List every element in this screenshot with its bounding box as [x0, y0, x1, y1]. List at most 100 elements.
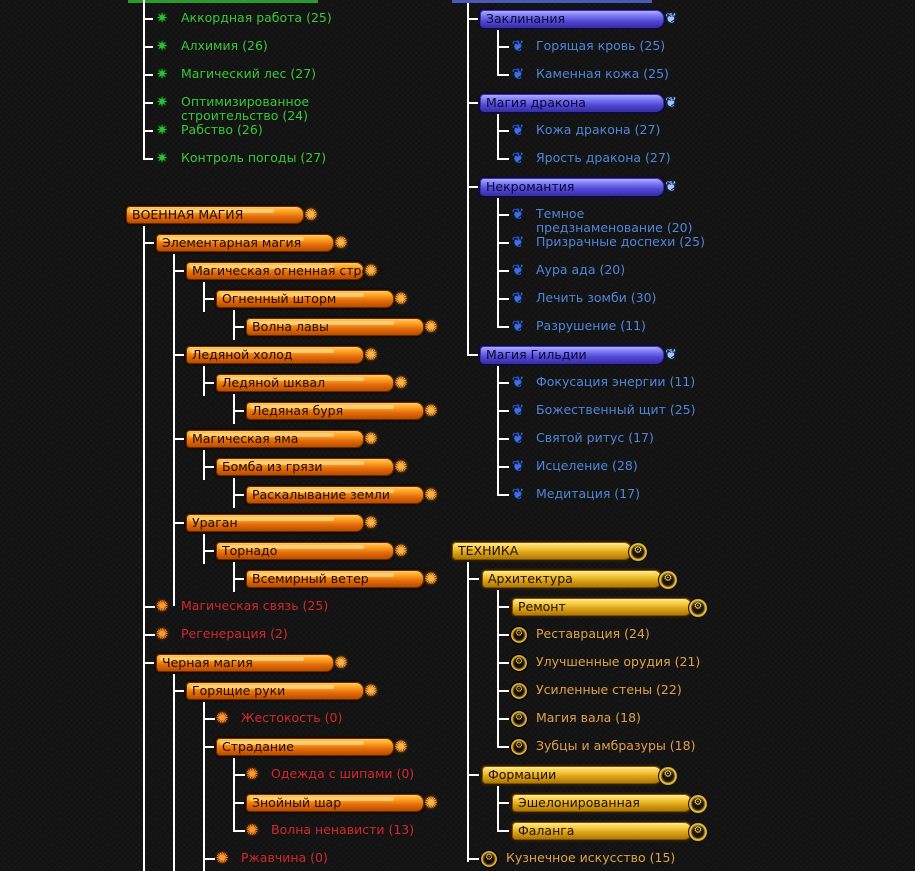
skill-banner[interactable]: Магическая огненная стрела	[184, 260, 385, 282]
skill-item[interactable]: Святой ритус (17)	[536, 430, 654, 445]
tree-branch	[497, 326, 509, 328]
tree-branch	[233, 494, 245, 496]
tree-branch	[143, 158, 153, 160]
skill-item[interactable]: Аура ада (20)	[536, 262, 626, 277]
skill-banner[interactable]: Архитектура	[480, 568, 664, 590]
skill-item[interactable]: Кузнечное искусство (15)	[506, 850, 676, 865]
skill-item[interactable]: Ржавчина (0)	[241, 850, 328, 865]
school-banner-necromancy[interactable]: Некромантия	[478, 176, 666, 198]
blue-wing-icon: ❦	[511, 373, 525, 391]
skill-item[interactable]: Одежда с шипами (0)	[271, 766, 415, 781]
tree-branch	[143, 18, 153, 20]
tree-line	[497, 366, 499, 496]
skill-item[interactable]: Жестокость (0)	[241, 710, 343, 725]
skill-banner[interactable]: Огненный шторм	[214, 288, 396, 310]
tree-branch	[497, 158, 509, 160]
tree-branch	[467, 858, 479, 860]
skill-banner[interactable]: Эшелонированная	[510, 792, 694, 814]
skill-banner[interactable]: Ледяной холод	[184, 344, 366, 366]
skill-item[interactable]: Фокусация энергии (11)	[536, 374, 696, 389]
skill-item[interactable]: Регенерация (2)	[181, 626, 288, 641]
skill-item[interactable]: Темное предзнаменование (20)	[536, 206, 693, 235]
skill-item[interactable]: Божественный щит (25)	[536, 402, 696, 417]
skill-banner[interactable]: Ледяная буря	[244, 400, 426, 422]
skill-item[interactable]: Горящая кровь (25)	[536, 38, 666, 53]
skill-item[interactable]: Магическая связь (25)	[181, 598, 329, 613]
tree-branch	[497, 270, 509, 272]
school-banner-guild[interactable]: Магия Гильдии	[478, 344, 666, 366]
tree-branch	[233, 802, 245, 804]
skill-banner[interactable]: Всемирный ветер	[244, 568, 426, 590]
tree-line	[497, 590, 499, 748]
skill-banner[interactable]: Ураган	[184, 512, 366, 534]
skill-banner[interactable]: Черная магия	[154, 652, 336, 674]
skill-banner[interactable]: Страдание	[214, 736, 396, 758]
skill-item[interactable]: Призрачные доспехи (25)	[536, 234, 705, 249]
tree-branch	[173, 438, 185, 440]
tree-branch	[467, 102, 479, 104]
skill-item[interactable]: Магия вала (18)	[536, 710, 641, 725]
gear-icon: ⚙	[510, 654, 528, 672]
skill-banner[interactable]: Горящие руки	[184, 680, 366, 702]
category-banner-war-magic[interactable]: ВОЕННАЯ МАГИЯ	[124, 204, 306, 226]
skill-item[interactable]: Кожа дракона (27)	[536, 122, 661, 137]
blue-wing-icon: ❦	[511, 233, 525, 251]
skill-banner[interactable]: Торнадо	[214, 540, 396, 562]
skill-item[interactable]: Контроль погоды (27)	[181, 150, 327, 165]
skill-item[interactable]: Реставрация (24)	[536, 626, 650, 641]
skill-item[interactable]: Рабство (26)	[181, 122, 263, 137]
skill-item[interactable]: Магический лес (27)	[181, 66, 317, 81]
skill-item[interactable]: Оптимизированное строительство (24)	[181, 94, 310, 123]
skill-item[interactable]: Медитация (17)	[536, 486, 640, 501]
green-star-icon: ✷	[155, 93, 169, 111]
skill-banner[interactable]: Элементарная магия	[154, 232, 336, 254]
skill-banner[interactable]: Фаланга	[510, 820, 694, 842]
tree-branch	[143, 606, 155, 608]
skill-banner[interactable]: Знойный шар	[244, 792, 426, 814]
tree-line	[497, 198, 499, 328]
flame-icon: ✺	[334, 233, 348, 252]
tree-branch	[173, 690, 185, 692]
school-banner-enchant[interactable]: Заклинания	[478, 8, 666, 30]
skill-banner[interactable]: Магическая яма	[184, 428, 366, 450]
skill-item[interactable]: Разрушение (11)	[536, 318, 646, 333]
flame-icon: ✺	[155, 597, 169, 615]
skill-item[interactable]: Исцеление (28)	[536, 458, 638, 473]
skill-item[interactable]: Каменная кожа (25)	[536, 66, 669, 81]
skill-item[interactable]: Ярость дракона (27)	[536, 150, 671, 165]
tree-branch	[497, 606, 509, 608]
tree-branch	[143, 46, 153, 48]
category-banner-tech[interactable]: ТЕХНИКА	[450, 540, 634, 562]
tree-branch	[497, 298, 509, 300]
flame-icon: ✺	[364, 681, 378, 700]
skill-item[interactable]: Лечить зомби (30)	[536, 290, 657, 305]
skill-banner[interactable]: Формации	[480, 764, 664, 786]
skill-item[interactable]: Алхимия (26)	[181, 38, 268, 53]
flame-icon: ✺	[424, 569, 438, 588]
skill-banner[interactable]: Бомба из грязи	[214, 456, 396, 478]
tree-branch	[497, 46, 509, 48]
skill-banner[interactable]: Раскалывание земли	[244, 484, 426, 506]
tree-line	[233, 394, 235, 424]
nature-banner-edge	[128, 0, 318, 3]
skill-item[interactable]: Усиленные стены (22)	[536, 682, 682, 697]
tree-branch	[203, 718, 215, 720]
skill-item[interactable]: Зубцы и амбразуры (18)	[536, 738, 696, 753]
skill-item[interactable]: Аккордная работа (25)	[181, 10, 332, 25]
school-banner-dragon[interactable]: Магия дракона	[478, 92, 666, 114]
flame-icon: ✺	[424, 485, 438, 504]
tree-branch	[497, 634, 509, 636]
tree-line	[233, 310, 235, 340]
skill-banner[interactable]: Волна лавы	[244, 316, 426, 338]
skill-item[interactable]: Волна ненависти (13)	[271, 822, 415, 837]
tree-branch	[203, 858, 215, 860]
blue-wing-icon: ❦	[665, 11, 677, 27]
green-star-icon: ✷	[155, 65, 169, 83]
flame-icon: ✺	[245, 821, 259, 839]
gear-icon: ⚙	[688, 598, 708, 618]
skill-banner[interactable]: Ледяной шквал	[214, 372, 396, 394]
tree-line	[467, 562, 469, 862]
skill-banner[interactable]: Ремонт	[510, 596, 694, 618]
skill-item[interactable]: Улучшенные орудия (21)	[536, 654, 701, 669]
blue-wing-icon: ❦	[511, 457, 525, 475]
